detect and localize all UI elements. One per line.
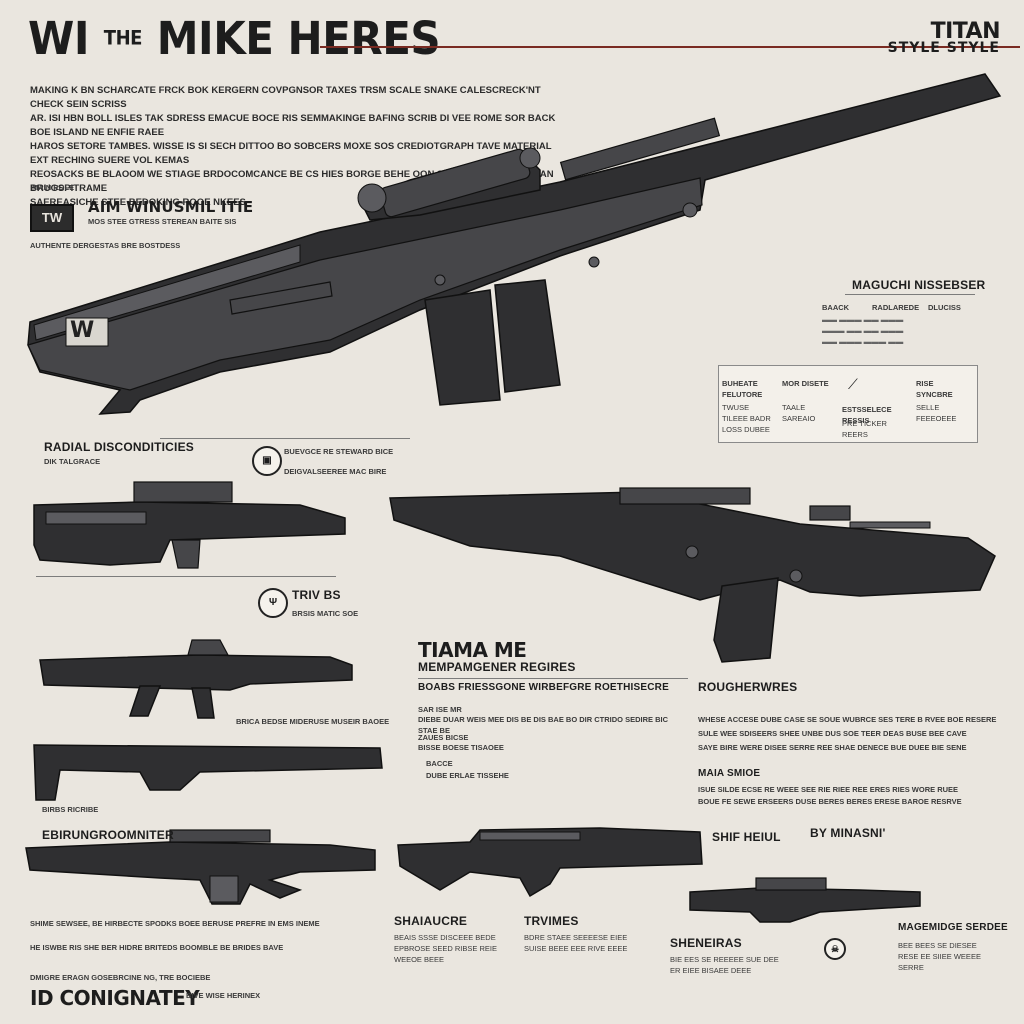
bottom-col-title: TRVIMES xyxy=(524,914,579,928)
center-para2-label: ZAUES BICSE xyxy=(418,733,469,742)
left-sub: DIK TALGRACE xyxy=(44,457,101,466)
rifle-3 xyxy=(39,639,353,719)
bottom-text2: HE ISWBE RIS SHE BER HIDRE BRITEDS BOOMB… xyxy=(30,943,284,952)
spec-line2: AUTHENTE DERGESTAS BRE BOSTDESS xyxy=(30,241,181,250)
intro-line: REOSACKS BE BLAOOM WE STIAGE BRDOCOMCANC… xyxy=(30,169,554,194)
left-heading2: EBIRUNGROOMNITER xyxy=(42,828,174,842)
bottom-col-text: BIE EES SE REEEEE SUE DEE ER EIEE BISAEE… xyxy=(670,955,779,975)
title-small: THE xyxy=(103,27,143,50)
intro-line: HAROS SETORE TAMBES. WISSE IS SI SECH DI… xyxy=(30,141,552,166)
right-rifle xyxy=(689,877,921,923)
panel-title: MAGUCHI NISSEBSER xyxy=(852,278,986,292)
bottom-col-text: BEE BEES SE DIESEE RESE EE SIIEE WEEEE S… xyxy=(898,941,981,972)
brand-logo: TITAN STYLE STYLE xyxy=(887,19,1001,57)
skull-icon: ☠ xyxy=(824,938,846,960)
header-rule xyxy=(320,46,1020,48)
card-text: TAALE SAREAIO xyxy=(782,403,816,423)
spec-line1: MOS STEE GTRESS STEREAN BAITE SIS xyxy=(88,217,237,226)
right-line4: ISUE SILDE ECSE RE WEEE SEE RIE RIEE REE… xyxy=(698,785,959,794)
right-line2: SULE WEE SDISEERS SHEE UNBE DUS SOE TEER… xyxy=(698,729,967,738)
spec-small-label: MAIN ROLE xyxy=(32,183,75,192)
badge2-line: BRSIS MATIC SOE xyxy=(292,609,359,618)
brand-bottom: STYLE STYLE xyxy=(887,40,1000,56)
spec-logo: TW xyxy=(30,204,74,232)
title-left: WI xyxy=(28,11,89,65)
bottom-col-title: MAGEMIDGE SERDEE xyxy=(898,922,1008,933)
panel-title-rule xyxy=(845,294,975,295)
bottom-label: DMIGRE ERAGN GOSEBRCINE NG, TRE BOCIEBE xyxy=(30,973,211,982)
center-para1: DIEBE DUAR WEIS MEE DIS BE DIS BAE BO DI… xyxy=(418,715,669,735)
caption1: BRICA BEDSE MIDERUSE MUSEIR BAOEE xyxy=(236,717,390,726)
intro-line: SAEREASICHE STEE BEDOKING ROOE NKEES xyxy=(30,197,246,208)
rifle-2-rule xyxy=(36,576,336,577)
bottom-col-text: BEAIS SSSE DISCEEE BEDE EPBROSE SEED RIB… xyxy=(394,933,497,964)
rifle-5 xyxy=(25,829,376,905)
page-title: WI THE MIKE HERES xyxy=(28,11,441,66)
right-sub: MAIA SMIOE xyxy=(698,768,761,779)
panel-col1: BAACK xyxy=(822,303,850,312)
right-label-a: SHIF HEIUL xyxy=(712,830,781,844)
card-text: PRE TICKER REERS xyxy=(842,419,887,439)
panel-col2: RADLAREDE xyxy=(872,303,920,312)
knife-icon: ⟋ xyxy=(848,376,858,392)
card-head: MOR DISETE xyxy=(782,379,829,388)
card-head: BUHEATE FELUTORE xyxy=(722,379,763,399)
badge2-label: TRIV BS xyxy=(292,588,341,602)
panel-col3: DLUCISS xyxy=(928,303,961,312)
bottom-col-text: BDRE STAEE SEEEESE EIEE SUISE BEEE EEE R… xyxy=(524,933,628,953)
center-para2: BISSE BOESE TISAOEE xyxy=(418,743,504,752)
left-heading: RADIAL DISCONDITICIES xyxy=(44,440,194,454)
center-para3-label: BACCE xyxy=(426,759,453,768)
center-sub: MEMPAMGENER REGIRES xyxy=(418,660,576,674)
center-para1-label: SAR ISE MR xyxy=(418,705,462,714)
rifle-2 xyxy=(33,481,346,569)
bottom-col-title: SHAIAUCRE xyxy=(394,914,468,928)
right-line5: BOUE FE SEWE ERSEERS DUSE BERES BERES ER… xyxy=(698,797,962,806)
center-para3: DUBE ERLAE TISSEHE xyxy=(426,771,509,780)
intro-line: MAKING K BN SCHARCATE FRCK BOK KERGERN C… xyxy=(30,85,541,110)
caption2: BIRBS RICRIBE xyxy=(42,805,99,814)
right-title: ROUGHERWRES xyxy=(698,680,798,694)
rifle-4 xyxy=(33,744,383,801)
right-line1: WHESE ACCESE DUBE CASE SE SOUE WUBRCE SE… xyxy=(698,715,997,724)
center-rule xyxy=(418,678,688,679)
center-title: TIAMA ME xyxy=(418,638,527,662)
main-rifle xyxy=(27,73,1002,415)
center-line: BOABS FRIESSGONE WIRBEFGRE ROETHISECRE xyxy=(418,682,669,693)
right-line3: SAYE BIRE WERE DISEE SERRE REE SHAE DENE… xyxy=(698,743,967,752)
intro-line: AR. ISI HBN BOLL ISLES TAK SDRESS EMACUE… xyxy=(30,113,556,138)
card-head: ESTSSELECE RESSIS xyxy=(842,405,892,425)
bottom-small: BIVE WISE HERINEX xyxy=(186,991,261,1000)
bottom-text1: SHIME SEWSEE, BE HIRBECTE SPODKS BOEE BE… xyxy=(30,919,320,928)
shield-icon: ▣ xyxy=(252,446,282,476)
bottom-big: ID CONIGNATEY xyxy=(30,986,200,1010)
title-right: MIKE HERES xyxy=(156,11,441,65)
right-label-b: BY MINASNI' xyxy=(810,826,886,840)
intro-text: MAKING K BN SCHARCATE FRCK BOK KERGERN C… xyxy=(30,84,570,210)
panel-cards xyxy=(718,365,978,443)
brand-top: TITAN xyxy=(930,19,1001,44)
badge1-line2: DEIGVALSEEREE MAC BIRE xyxy=(284,467,387,476)
card-text: TWUSE TILEEE BADR LOSS DUBEE xyxy=(722,403,771,434)
center-rifle-2 xyxy=(397,827,703,898)
card-text: SELLE FEEEOEEE xyxy=(916,403,957,423)
emblem-icon: Ψ xyxy=(258,588,288,618)
badge1-text: BUEVGCE RE STEWARD BICE xyxy=(284,447,394,456)
left-heading-rule xyxy=(160,438,410,439)
card-head: RISE SYNCBRE xyxy=(916,379,953,399)
center-rifle xyxy=(389,487,996,663)
main-rifle-badge: W xyxy=(70,318,94,343)
spec-title: AIM WINUSMIL ITIE xyxy=(88,198,254,216)
bottom-col-title: SHENEIRAS xyxy=(670,936,742,950)
